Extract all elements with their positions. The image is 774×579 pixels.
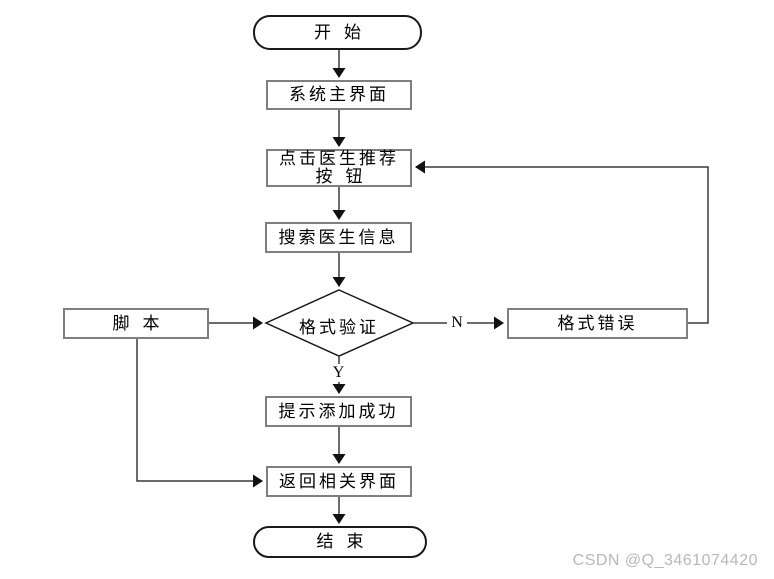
node-add-success-prompt: 提示添加成功	[265, 396, 412, 427]
node-script: 脚本	[63, 308, 209, 339]
edge-label-n: N	[447, 314, 467, 332]
edge-label-y: Y	[330, 364, 347, 382]
node-start: 开始	[253, 15, 422, 50]
node-end: 结束	[253, 526, 427, 558]
node-click-doctor-recommend-line1: 点击医生推荐	[279, 149, 399, 168]
csdn-watermark: CSDN @Q_3461074420	[572, 552, 758, 569]
node-click-doctor-recommend-button: 点击医生推荐 按钮	[266, 149, 412, 187]
node-return-related-ui: 返回相关界面	[266, 466, 412, 497]
node-search-doctor-info: 搜索医生信息	[265, 222, 412, 253]
node-format-check-label: 格式验证	[299, 318, 379, 337]
node-format-error: 格式错误	[507, 308, 688, 339]
edge-error-loop-to-clickbtn	[415, 160, 709, 324]
node-system-main-ui: 系统主界面	[266, 80, 412, 110]
edge-script-to-return	[136, 339, 263, 488]
node-click-doctor-recommend-line2: 按钮	[315, 167, 376, 186]
